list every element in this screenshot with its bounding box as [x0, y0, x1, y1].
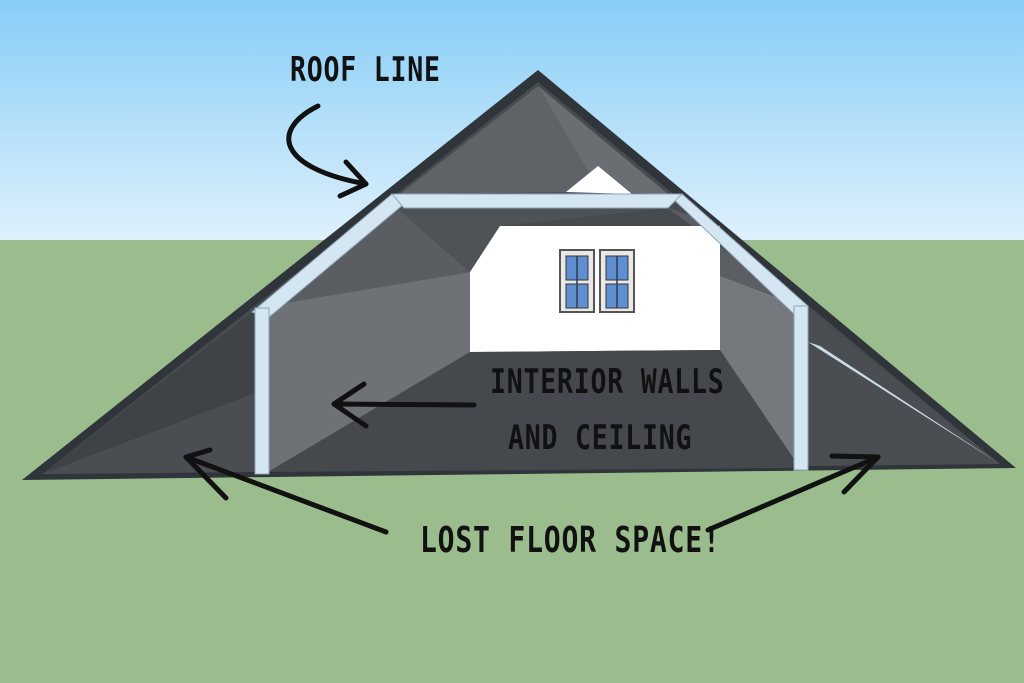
left-sloped-ceiling: [262, 204, 470, 306]
right-post: [793, 305, 809, 471]
lost-floor-space-label: LOST FLOOR SPACE!: [420, 520, 721, 561]
roof-line-label: ROOF LINE: [290, 50, 441, 90]
left-post: [254, 307, 270, 475]
right-eave-void: [808, 310, 1000, 466]
window-left: [559, 249, 595, 313]
window-right: [599, 249, 635, 313]
upper-attic-right: [538, 86, 668, 194]
arrow-icon: [705, 453, 881, 533]
left-knee-wall: [268, 272, 470, 472]
arrow-icon: [183, 447, 389, 535]
attic-floor: [268, 350, 800, 472]
right-eave-highlight: [808, 342, 1000, 464]
right-knee-wall: [720, 276, 800, 468]
ceiling-label: AND CEILING: [508, 418, 693, 458]
upper-attic-opening: [566, 166, 632, 194]
interior-walls-label: INTERIOR WALLS: [490, 362, 725, 402]
arrow-icon: [331, 381, 477, 429]
upper-attic-left: [400, 86, 600, 194]
curved-arrow-icon: [286, 103, 369, 199]
left-ceiling-flat: [392, 204, 668, 272]
collar-tie: [390, 193, 684, 209]
